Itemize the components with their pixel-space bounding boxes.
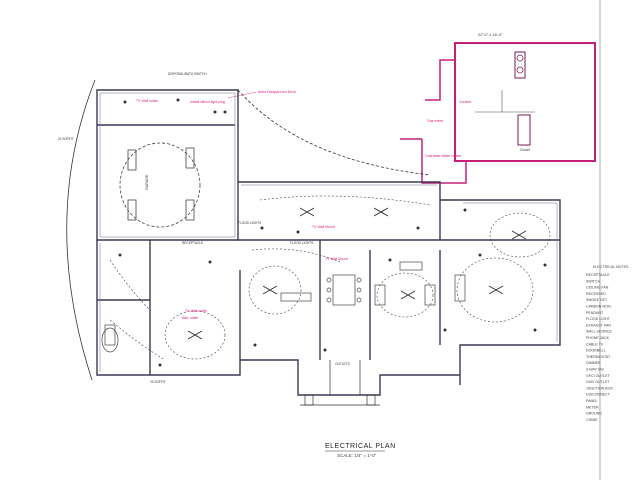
- pink-annotations: TV Wall outlet Install silicon light plu…: [136, 90, 348, 320]
- electrical-legend: ELECTRICAL NOTES RECEPTACLE SWITCH CEILING…: [586, 265, 629, 422]
- legend-row: SWITCH: [586, 279, 601, 283]
- inset-label-closet: Closet: [520, 148, 530, 152]
- legend-row: GROUND: [586, 412, 602, 416]
- wiring-runs: [109, 195, 551, 361]
- plan-scale: SCALE: 1/4" = 1'-0": [337, 453, 377, 458]
- note-garage: GARAGE: [145, 174, 149, 190]
- legend-row: CEILING FAN: [586, 286, 609, 290]
- plan-title: ELECTRICAL PLAN: [325, 443, 396, 450]
- note-receptacle: RECEPTACLE: [182, 241, 203, 245]
- legend-row: WALL SCONCE: [586, 330, 612, 334]
- room-notes: DISPOSAL/BATH SWITCH GARAGE FLOOD LIGHTS…: [58, 72, 350, 384]
- legend-row: SMOKE DET.: [586, 298, 608, 302]
- legend-row: RECEPTACLE: [586, 273, 610, 277]
- legend-row: DOORBELL: [586, 349, 606, 353]
- legend-row: RECESSED: [586, 292, 606, 296]
- garage-fixtures: [119, 142, 201, 228]
- inset-detail: 22'-0" x 16'-0" Conduit Gas meter Overhe…: [400, 32, 596, 184]
- outlet-symbols: [118, 98, 547, 367]
- legend-row: CABLE TV: [586, 342, 604, 346]
- annotation-disapproved-deck: Ahhd Disapproved Deck: [258, 90, 296, 94]
- legend-heading: ELECTRICAL NOTES: [593, 265, 629, 269]
- legend-row: FLOOD LIGHT: [586, 317, 611, 321]
- annotation-tv-wall-outlet-2: TV Wall outlet: [185, 309, 207, 313]
- annotation-attic-outlet: Attic outlet: [182, 316, 198, 320]
- note-disposal-switch: DISPOSAL/BATH SWITCH: [168, 72, 207, 76]
- legend-row: PENDANT: [586, 311, 604, 315]
- inset-dimension-label: 22'-0" x 16'-0": [478, 32, 503, 37]
- annotation-silicon-light: Install silicon light plug: [190, 100, 225, 104]
- legend-row: DISCONNECT: [586, 393, 611, 397]
- legend-row: CHIME: [586, 418, 598, 422]
- site-arc-left: [66, 79, 96, 381]
- inset-label-conduit: Conduit: [459, 100, 471, 104]
- legend-row: PANEL: [586, 399, 598, 403]
- note-soffit-left: 24 SOFFIT: [58, 137, 74, 141]
- note-outlets: OUTLETS: [335, 362, 350, 366]
- legend-row: CARBON MON.: [586, 305, 612, 309]
- note-flood-lights-1: FLOOD LIGHTS: [238, 221, 261, 225]
- inset-label-water-heater: Overhead Water heater: [425, 154, 462, 158]
- floor-plan-walls: [96, 89, 561, 396]
- note-soffit-bottom: 24 SOFFIT: [150, 380, 166, 384]
- annotation-tv-wall-mount-2: TV Wall Mount: [325, 257, 348, 261]
- note-flood-lights-2: FLOOD LIGHTS: [290, 241, 313, 245]
- legend-row: JUNCTION BOX: [586, 386, 613, 390]
- inset-label-gasmeter: Gas meter: [427, 119, 444, 123]
- legend-row: DIMMER: [586, 361, 601, 365]
- legend-row: PHONE JACK: [586, 336, 610, 340]
- legend-row: METER: [586, 405, 599, 409]
- ceiling-fans: [187, 207, 527, 340]
- legend-row: 240V OUTLET: [586, 380, 610, 384]
- furniture: [101, 261, 466, 353]
- title-block: ELECTRICAL PLAN SCALE: 1/4" = 1'-0": [325, 443, 396, 458]
- legend-row: EXHAUST FAN: [586, 323, 611, 327]
- legend-row: THERMOSTAT: [586, 355, 611, 359]
- legend-row: GFCI OUTLET: [586, 374, 611, 378]
- annotation-tv-wall-mount-1: TV Wall Mount: [312, 225, 335, 229]
- annotation-tv-wall-outlet-1: TV Wall outlet: [136, 99, 158, 103]
- site-arc-top: [237, 89, 431, 176]
- legend-row: 3-WAY SW.: [586, 368, 605, 372]
- front-porch: [300, 360, 380, 406]
